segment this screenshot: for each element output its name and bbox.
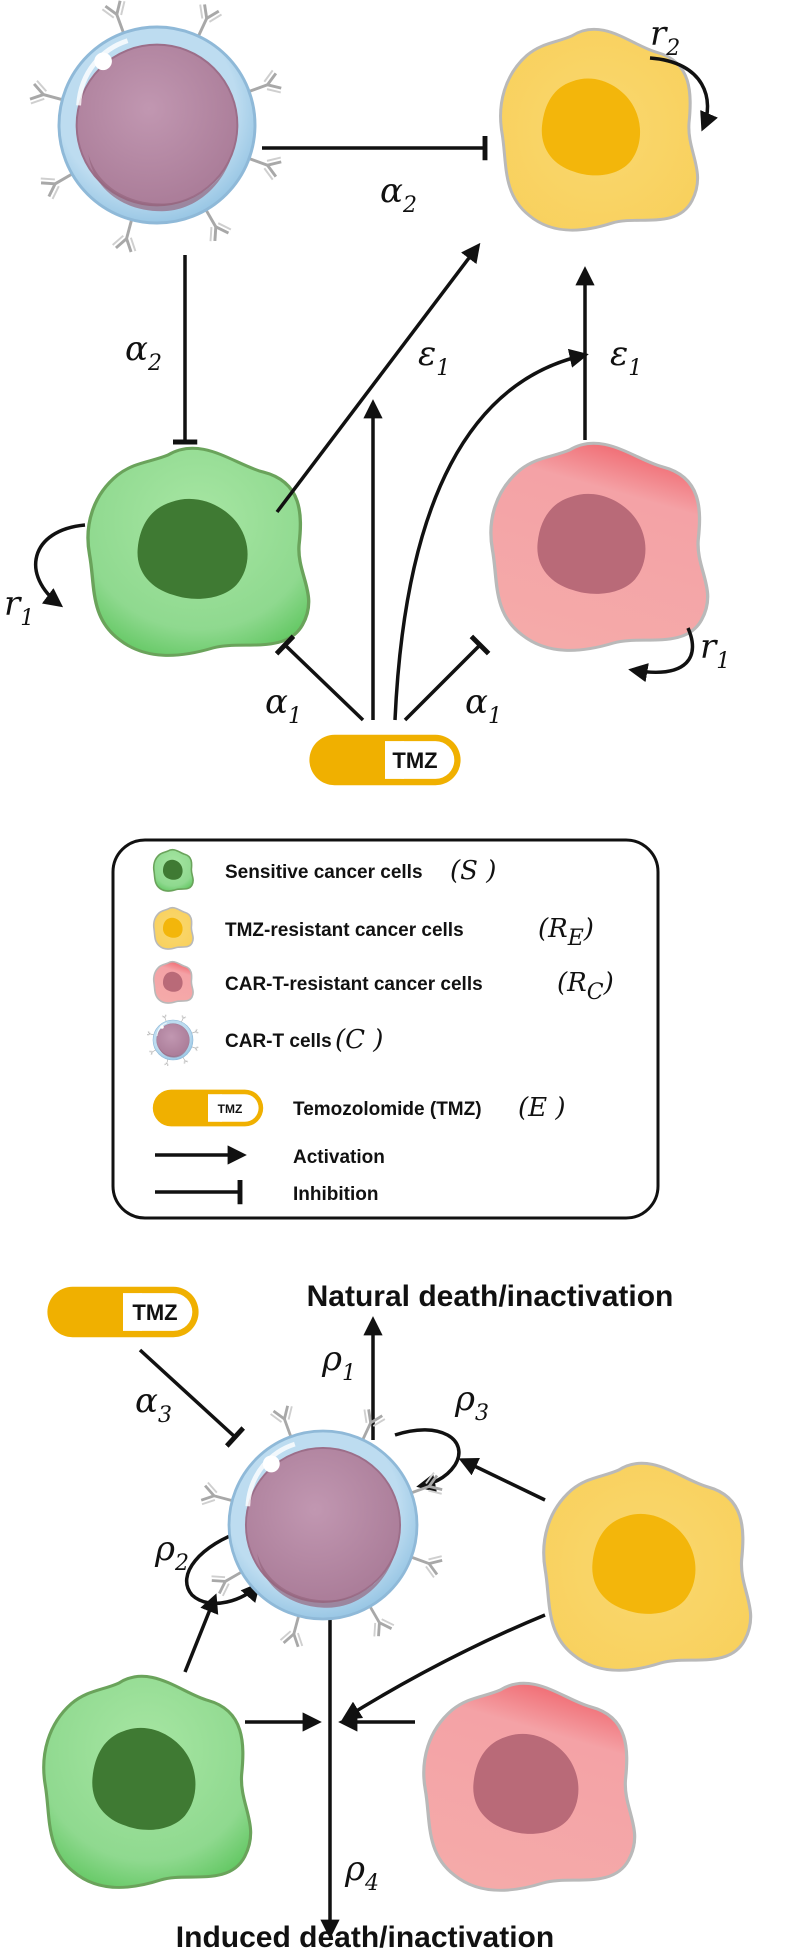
tmz-pill — [309, 734, 461, 786]
legend-symbol-sensitive: (S ) — [450, 856, 496, 886]
cart-resistant-cell — [489, 441, 710, 653]
legend-text-tmz-resistant: TMZ-resistant cancer cells — [225, 920, 464, 941]
label-alpha2-left: α2 — [125, 329, 162, 376]
tmz-resistant-cell-bottom — [542, 1461, 753, 1672]
label-r2: r2 — [650, 14, 680, 61]
legend-symbol-cart-resistant: (RC) — [557, 968, 614, 1005]
cart-cell — [29, 0, 283, 253]
legend-symbol-tmz: (E ) — [518, 1093, 566, 1123]
label-alpha2-top: α2 — [380, 171, 417, 218]
cart-resistant-cell-bottom — [422, 1681, 637, 1892]
arrow-sensitive-to-cart — [183, 1593, 219, 1673]
legend-icon-cart-resistant — [152, 960, 194, 1004]
bottom-diagram: TMZ Natural death/inactivation Induced d… — [42, 1280, 753, 1952]
induced-death-heading: Induced death/inactivation — [176, 1921, 554, 1952]
arrow-tmzres-to-death — [341, 1613, 546, 1721]
label-rho3: ρ3 — [454, 1379, 489, 1426]
label-rho2: ρ2 — [154, 1529, 189, 1576]
tmz-pill-bottom-label: TMZ — [132, 1300, 177, 1325]
legend-icon-tmz-label: TMZ — [218, 1102, 243, 1116]
loop-r2 — [649, 56, 718, 132]
legend-text-sensitive: Sensitive cancer cells — [225, 862, 423, 883]
legend-icon-sensitive — [152, 848, 194, 892]
inhibit-tmz-to-sensitive — [274, 634, 365, 722]
label-alpha1-left: α1 — [265, 682, 302, 729]
sensitive-cell — [86, 446, 311, 658]
legend-symbol-cart: (C ) — [335, 1025, 383, 1055]
label-rho1: ρ1 — [321, 1339, 356, 1386]
legend-text-cart: CAR-T cells — [225, 1031, 332, 1052]
cart-cell-bottom — [200, 1405, 443, 1648]
label-r1-left: r1 — [4, 584, 34, 631]
inhibit-tmz-to-cart — [138, 1348, 246, 1448]
sensitive-cell-bottom — [42, 1674, 253, 1890]
label-eps1-left: ε1 — [418, 334, 450, 381]
legend-symbol-tmz-resistant: (RE) — [538, 914, 594, 951]
label-alpha3: α3 — [135, 1381, 172, 1428]
loop-r1-left — [34, 523, 86, 608]
label-r1-right: r1 — [700, 627, 730, 674]
label-alpha1-right: α1 — [465, 682, 502, 729]
legend-text-tmz: Temozolomide (TMZ) — [293, 1099, 482, 1120]
legend-text-cart-resistant: CAR-T-resistant cancer cells — [225, 974, 483, 995]
activation-tmz-curve — [393, 348, 589, 721]
natural-death-heading: Natural death/inactivation — [307, 1280, 674, 1313]
inhibit-tmz-to-cartres — [403, 634, 491, 722]
legend-text-activation: Activation — [293, 1147, 385, 1168]
label-eps1-right: ε1 — [610, 334, 642, 381]
tmz-pill-label: TMZ — [392, 748, 437, 773]
loop-rho2 — [185, 1528, 261, 1605]
loop-r1-right — [628, 627, 695, 683]
arrow-tmzres-to-cart — [458, 1458, 546, 1502]
top-diagram: TMZ r2 α2 α2 ε1 ε1 r1 r1 α1 α1 — [4, 0, 730, 786]
legend-box — [111, 838, 660, 1220]
legend-icon-tmz-resistant — [152, 906, 194, 950]
label-rho4: ρ4 — [344, 1849, 379, 1896]
legend-text-inhibition: Inhibition — [293, 1184, 378, 1205]
legend: Sensitive cancer cells (S ) TMZ-resistan… — [111, 838, 660, 1220]
activation-sensitive-to-tmzres — [275, 242, 481, 514]
